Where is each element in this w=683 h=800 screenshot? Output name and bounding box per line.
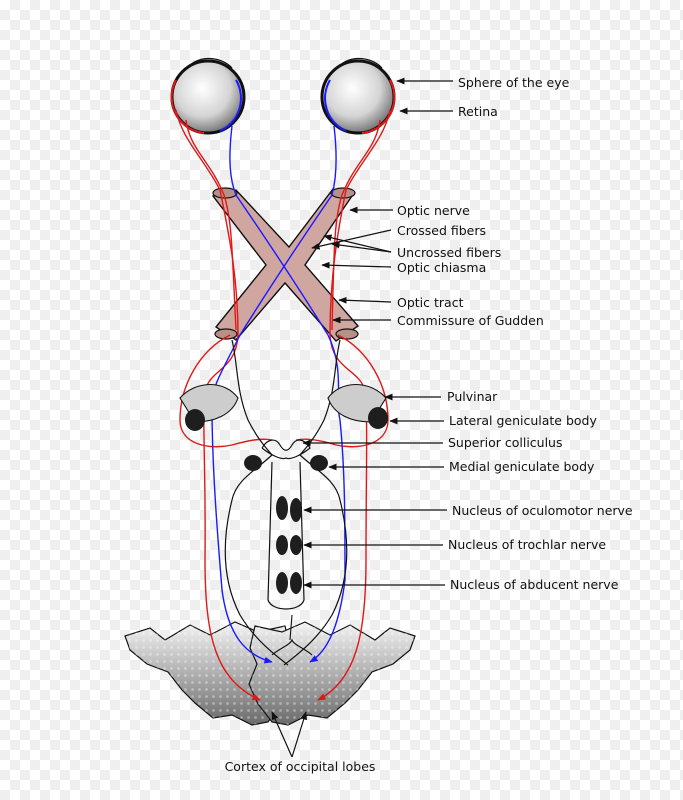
left-uncrossed-fiber <box>175 109 261 701</box>
uncrossed-fibers <box>175 109 391 701</box>
label-medial-geniculate-body: Medial geniculate body <box>449 459 595 474</box>
arrow-cortex-left <box>271 711 293 758</box>
crossed-fibers <box>211 125 346 664</box>
right-uncrossed-fiber <box>317 109 391 701</box>
label-optic-chiasma: Optic chiasma <box>397 260 486 275</box>
left-retina <box>170 79 205 134</box>
label-superior-colliculus: Superior colliculus <box>448 435 563 450</box>
left-eye <box>170 57 246 135</box>
right-tract-loop-red <box>295 334 389 448</box>
oculomotor-nucleus-right <box>290 498 302 522</box>
label-nucleus-trochlar: Nucleus of trochlar nerve <box>448 537 606 552</box>
left-lateral-geniculate-body <box>185 409 205 431</box>
longitudinal-fissure <box>271 614 313 656</box>
occipital-cortex <box>124 614 416 726</box>
label-retina: Retina <box>458 104 498 119</box>
left-medial-geniculate-body <box>244 455 262 471</box>
trochlear-nucleus-right <box>290 535 302 555</box>
arrow-uncrossed-fibers-b <box>331 241 392 253</box>
right-lateral-geniculate-body <box>368 407 388 429</box>
label-optic-nerve: Optic nerve <box>397 203 470 218</box>
right-peduncle <box>283 339 348 666</box>
abducent-nucleus-right <box>290 572 302 594</box>
label-cortex-occipital: Cortex of occipital lobes <box>225 759 376 774</box>
arrow-optic-chiasma <box>321 261 392 269</box>
label-nucleus-oculomotor: Nucleus of oculomotor nerve <box>452 503 633 518</box>
label-lateral-geniculate-body: Lateral geniculate body <box>449 413 597 428</box>
right-eye <box>320 57 396 135</box>
thalamic-nuclei <box>179 384 388 471</box>
label-pulvinar: Pulvinar <box>447 389 498 404</box>
leader-arrows <box>271 77 453 758</box>
right-medial-geniculate-body <box>310 455 328 471</box>
cranial-nerve-nuclei <box>276 496 302 594</box>
arrow-uncrossed-fibers-a <box>323 234 392 253</box>
trochlear-nucleus-left <box>276 535 288 555</box>
arrow-optic-tract <box>338 296 392 304</box>
label-commissure-of-gudden: Commissure of Gudden <box>397 313 544 328</box>
left-optic-tract-end <box>214 328 238 340</box>
label-optic-tract: Optic tract <box>397 295 464 310</box>
right-retina <box>361 79 396 134</box>
labels: Sphere of the eye Retina Optic nerve Cro… <box>225 75 633 774</box>
abducent-nucleus-left <box>276 572 288 594</box>
right-crossed-fiber <box>211 125 337 664</box>
label-uncrossed-fibers: Uncrossed fibers <box>397 245 501 260</box>
arrow-cortex-right <box>291 711 307 758</box>
left-crossed-fiber <box>229 125 346 663</box>
label-sphere-of-eye: Sphere of the eye <box>458 75 570 90</box>
oculomotor-nucleus-left <box>276 496 288 520</box>
label-nucleus-abducent: Nucleus of abducent nerve <box>450 577 619 592</box>
brainstem-column <box>267 461 305 610</box>
right-optic-tract-end <box>335 328 359 340</box>
label-crossed-fibers: Crossed fibers <box>397 223 486 238</box>
midbrain-outlines <box>224 339 348 666</box>
left-tract-loop-red <box>179 334 273 448</box>
superior-colliculus-outline <box>261 439 311 460</box>
left-peduncle <box>224 339 289 666</box>
arrow-crossed-fibers <box>311 229 392 250</box>
